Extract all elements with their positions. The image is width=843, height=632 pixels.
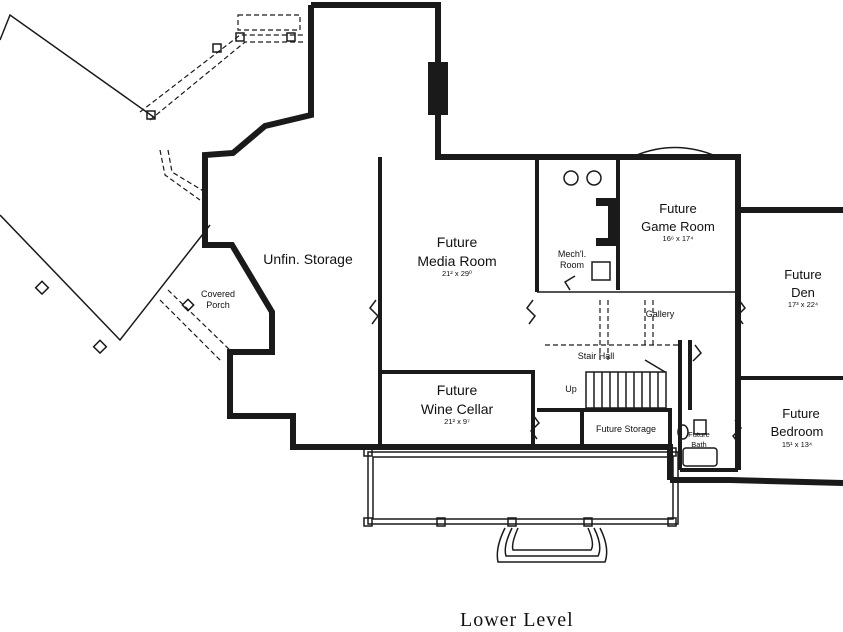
label-media-room-dim: 21² x 29⁰ [442,269,472,278]
label-game-room-dim: 16⁶ x 17⁴ [663,234,694,243]
label-future-bath-line1: Future [688,430,710,439]
mechanical-equipment [563,170,611,281]
bath-fixtures [677,419,718,467]
label-covered-porch-line1: Covered [201,289,235,299]
label-covered-porch-line2: Porch [206,300,230,310]
label-gallery: Gallery [646,309,675,319]
label-mech-room-line2: Room [560,260,584,270]
label-wine-cellar-dim: 21² x 9⁷ [444,417,470,426]
stairs [585,359,667,409]
label-future-bath-line2: Bath [691,440,706,449]
label-media-room-line1: Future [437,234,478,250]
exterior-walls [202,2,843,486]
label-bedroom-dim: 15¹ x 13⁴ [782,440,812,449]
gallery-openings [545,300,680,360]
front-porch [363,447,679,563]
interior-walls [378,157,843,472]
label-future-storage: Future Storage [596,424,656,434]
label-unfin-storage: Unfin. Storage [263,251,353,267]
label-den-line2: Den [791,285,815,300]
label-game-room-line2: Game Room [641,219,715,234]
chimney [428,62,448,115]
label-bedroom-line2: Bedroom [771,424,824,439]
label-wine-cellar-line2: Wine Cellar [421,401,494,417]
upper-deck [139,14,305,201]
label-stair-hall: Stair Hall [578,351,615,361]
door-swings [369,275,746,445]
garage-outline [0,13,211,355]
label-den-line1: Future [784,267,822,282]
label-media-room-line2: Media Room [417,253,496,269]
label-wine-cellar-line1: Future [437,382,478,398]
game-room-bay [631,146,719,158]
label-den-dim: 17³ x 22⁴ [788,300,818,309]
plan-caption: Lower Level [460,609,574,631]
fireplace [596,198,618,246]
label-game-room-line1: Future [659,201,697,216]
covered-porch-area [159,289,233,363]
label-up: Up [565,384,577,394]
label-bedroom-line1: Future [782,406,820,421]
label-mech-room-line1: Mech'l. [558,249,586,259]
